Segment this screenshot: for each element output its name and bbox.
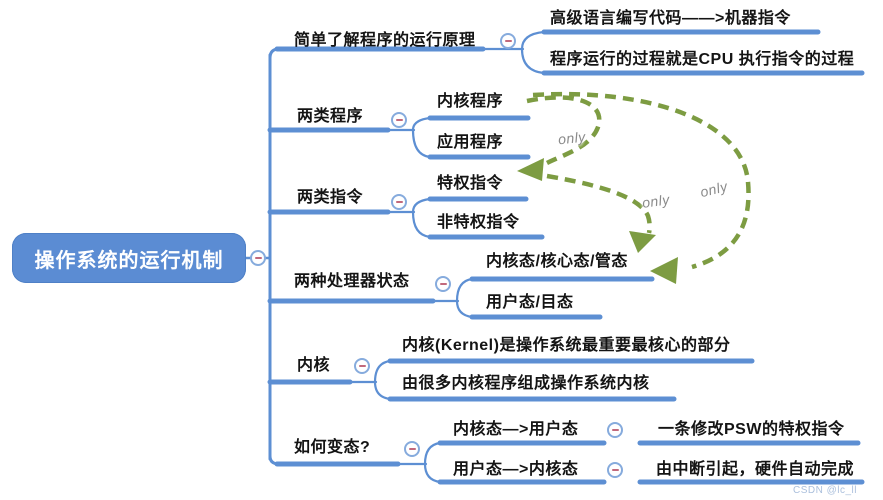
- only-annotation-1: only: [557, 128, 587, 148]
- branch-3-label[interactable]: 两类指令: [297, 189, 364, 206]
- child-4b-label[interactable]: 用户态/目态: [486, 294, 574, 311]
- branch-6-fork: [423, 441, 442, 484]
- root-label: 操作系统的运行机制: [34, 249, 224, 272]
- branch-1-label[interactable]: 简单了解程序的运行原理: [294, 32, 476, 49]
- grandchild-6b-label[interactable]: 由中断引起，硬件自动完成: [656, 461, 855, 478]
- branch-2-fork: [411, 116, 432, 159]
- branch-4-fork: [455, 277, 474, 319]
- child-1b-label[interactable]: 程序运行的过程就是CPU 执行指令的过程: [550, 51, 855, 68]
- grandchild-6a-label[interactable]: 一条修改PSW的特权指令: [658, 421, 845, 438]
- child-5a-label[interactable]: 内核(Kernel)是操作系统最重要最核心的部分: [402, 337, 731, 354]
- minus-icon: [395, 201, 403, 203]
- arrowhead-kernel-mode-right: [650, 257, 678, 284]
- green-arrows: [517, 91, 751, 284]
- child-6b-label[interactable]: 用户态—>内核态: [453, 461, 579, 478]
- arrow-kernel-program-to-privileged-instruction: [526, 95, 602, 166]
- branch-5-label[interactable]: 内核: [297, 357, 331, 374]
- minus-icon: [358, 365, 366, 367]
- minus-icon: [408, 448, 416, 450]
- minus-icon: [254, 257, 262, 259]
- minus-icon: [439, 283, 447, 285]
- collapse-toggle-child-6b[interactable]: [607, 462, 623, 478]
- collapse-toggle-branch-6[interactable]: [404, 441, 420, 457]
- collapse-toggle-branch-2[interactable]: [391, 112, 407, 128]
- branch-2-label[interactable]: 两类程序: [297, 108, 364, 125]
- collapse-toggle-child-6a[interactable]: [607, 422, 623, 438]
- branch-1-fork: [520, 30, 546, 75]
- root-node[interactable]: 操作系统的运行机制: [12, 233, 246, 283]
- blue-connectors: [244, 29, 865, 485]
- arrowhead-privileged-instruction: [517, 158, 544, 181]
- collapse-toggle-branch-4[interactable]: [435, 276, 451, 292]
- arrow-privileged-instruction-to-kernel-mode: [546, 173, 652, 234]
- branch-6-label[interactable]: 如何变态?: [294, 439, 371, 456]
- branch-4-label[interactable]: 两种处理器状态: [294, 273, 410, 290]
- branch-3-fork: [411, 197, 432, 239]
- branch-5-fork: [373, 359, 392, 401]
- child-4a-label[interactable]: 内核态/核心态/管态: [486, 253, 628, 270]
- child-1a-label[interactable]: 高级语言编写代码——>机器指令: [550, 10, 791, 27]
- arrow-kernel-program-to-kernel-mode: [532, 91, 751, 270]
- collapse-toggle-branch-3[interactable]: [391, 194, 407, 210]
- minus-icon: [504, 40, 512, 42]
- arrowhead-kernel-mode-top: [629, 231, 656, 253]
- child-3a-label[interactable]: 特权指令: [437, 175, 504, 192]
- watermark: CSDN @lc_ll: [793, 485, 857, 496]
- minus-icon: [395, 119, 403, 121]
- child-3b-label[interactable]: 非特权指令: [437, 214, 520, 231]
- minus-icon: [611, 429, 619, 431]
- collapse-toggle-branch-5[interactable]: [354, 358, 370, 374]
- collapse-toggle-branch-1[interactable]: [500, 33, 516, 49]
- child-2b-label[interactable]: 应用程序: [437, 134, 504, 151]
- child-5b-label[interactable]: 由很多内核程序组成操作系统内核: [402, 375, 650, 392]
- child-2a-label[interactable]: 内核程序: [437, 93, 504, 110]
- collapse-toggle-root[interactable]: [250, 250, 266, 266]
- minus-icon: [611, 469, 619, 471]
- child-6a-label[interactable]: 内核态—>用户态: [453, 421, 579, 438]
